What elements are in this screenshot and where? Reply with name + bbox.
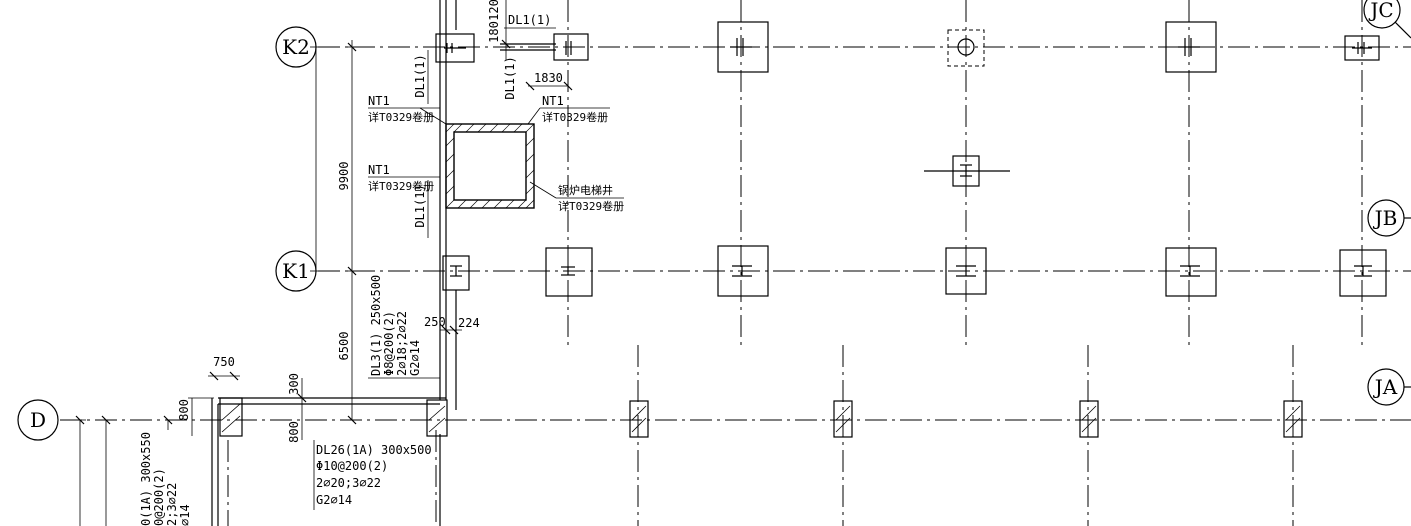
label-nt1-a: NT1 [368,94,390,108]
column [1079,400,1099,438]
dim-120: 120 [487,0,501,21]
label-left-line3: 2;3⌀22 [165,483,179,526]
hatched-columns [219,397,1303,438]
grid-label-ja: JA [1373,375,1398,399]
grid-label-k1: K1 [282,259,310,283]
grid-bubble-d [17,399,59,441]
label-shaft-ref: 详T0329卷册 [558,199,624,213]
pile-cap [1344,35,1380,61]
pile-cap [1165,247,1217,297]
elevator-shaft [445,123,535,209]
label-dl1-vertical-3: DL1(1) [413,184,427,227]
label-shaft: 锅炉电梯井 [558,183,613,197]
pile-cap [1339,249,1387,297]
label-nt1-a-ref: 详T0329卷册 [368,110,434,124]
label-dl3-line4: G2⌀14 [408,340,422,376]
label-dl26-line3: 2⌀20;3⌀22 [316,476,381,490]
dim-9900: 9900 [337,162,351,191]
column [1283,400,1303,438]
label-dl26-line2: Φ10@200(2) [316,459,388,473]
pile-cap [1165,21,1217,73]
dimension-texts: 9900 6500 750 300 800 800 180 120 1830 2… [177,0,563,443]
label-nt1-c-ref: 详T0329卷册 [368,179,434,193]
column [426,399,448,437]
label-left-line1: 0(1A) 300x550 [139,432,153,526]
label-left-line4: ⌀14 [178,504,192,526]
label-dl1-top: DL1(1) [508,13,551,27]
label-dl3-line1: DL3(1) 250x500 [369,275,383,376]
dimension-lines [74,0,573,526]
column [219,397,243,437]
pile-cap [545,247,593,297]
grid-bubble-jc [1363,0,1401,29]
dim-1830: 1830 [534,71,563,85]
label-nt1-b-ref: 详T0329卷册 [542,110,608,124]
pile-cap [553,33,589,61]
pile-cap [945,247,987,295]
label-dl3-line3: 2⌀18;2⌀22 [395,311,409,376]
label-dl26-line1: DL26(1A) 300x500 [316,443,432,457]
dim-800-left: 800 [177,399,191,421]
column [629,400,649,438]
grid-axes [60,0,1411,526]
grid-label-jc: JC [1368,0,1393,22]
grid-label-jb: JB [1373,206,1398,230]
dim-224: 224 [458,316,480,330]
column-lines [211,0,556,526]
annotations: DL1(1) DL1(1) DL1(1) DL1(1) NT1 详T0329卷册… [139,13,624,526]
label-dl26-line4: G2⌀14 [316,493,352,507]
dim-750: 750 [213,355,235,369]
dim-800-right: 800 [287,421,301,443]
grid-label-d: D [30,408,46,432]
dim-180: 180 [487,21,501,43]
label-dl1-vertical-2: DL1(1) [503,56,517,99]
pile-cap [717,245,769,297]
dim-250: 250 [424,315,446,329]
label-nt1-b: NT1 [542,94,564,108]
grid-label-k2: K2 [282,35,310,59]
pile-cap-future [947,29,985,67]
column [833,400,853,438]
pile-cap [435,33,475,63]
label-nt1-c: NT1 [368,163,390,177]
dim-6500: 6500 [337,332,351,361]
dim-300: 300 [287,373,301,395]
pile-cap [442,255,470,291]
label-dl3-line2: Φ8@200(2) [382,311,396,376]
grid-bubbles: K2 K1 D JC JB JA [17,0,1411,441]
pile-caps [435,21,1387,297]
pile-cap [717,21,769,73]
label-left-line2: 0@200(2) [152,468,166,526]
label-dl1-vertical-1: DL1(1) [413,54,427,97]
